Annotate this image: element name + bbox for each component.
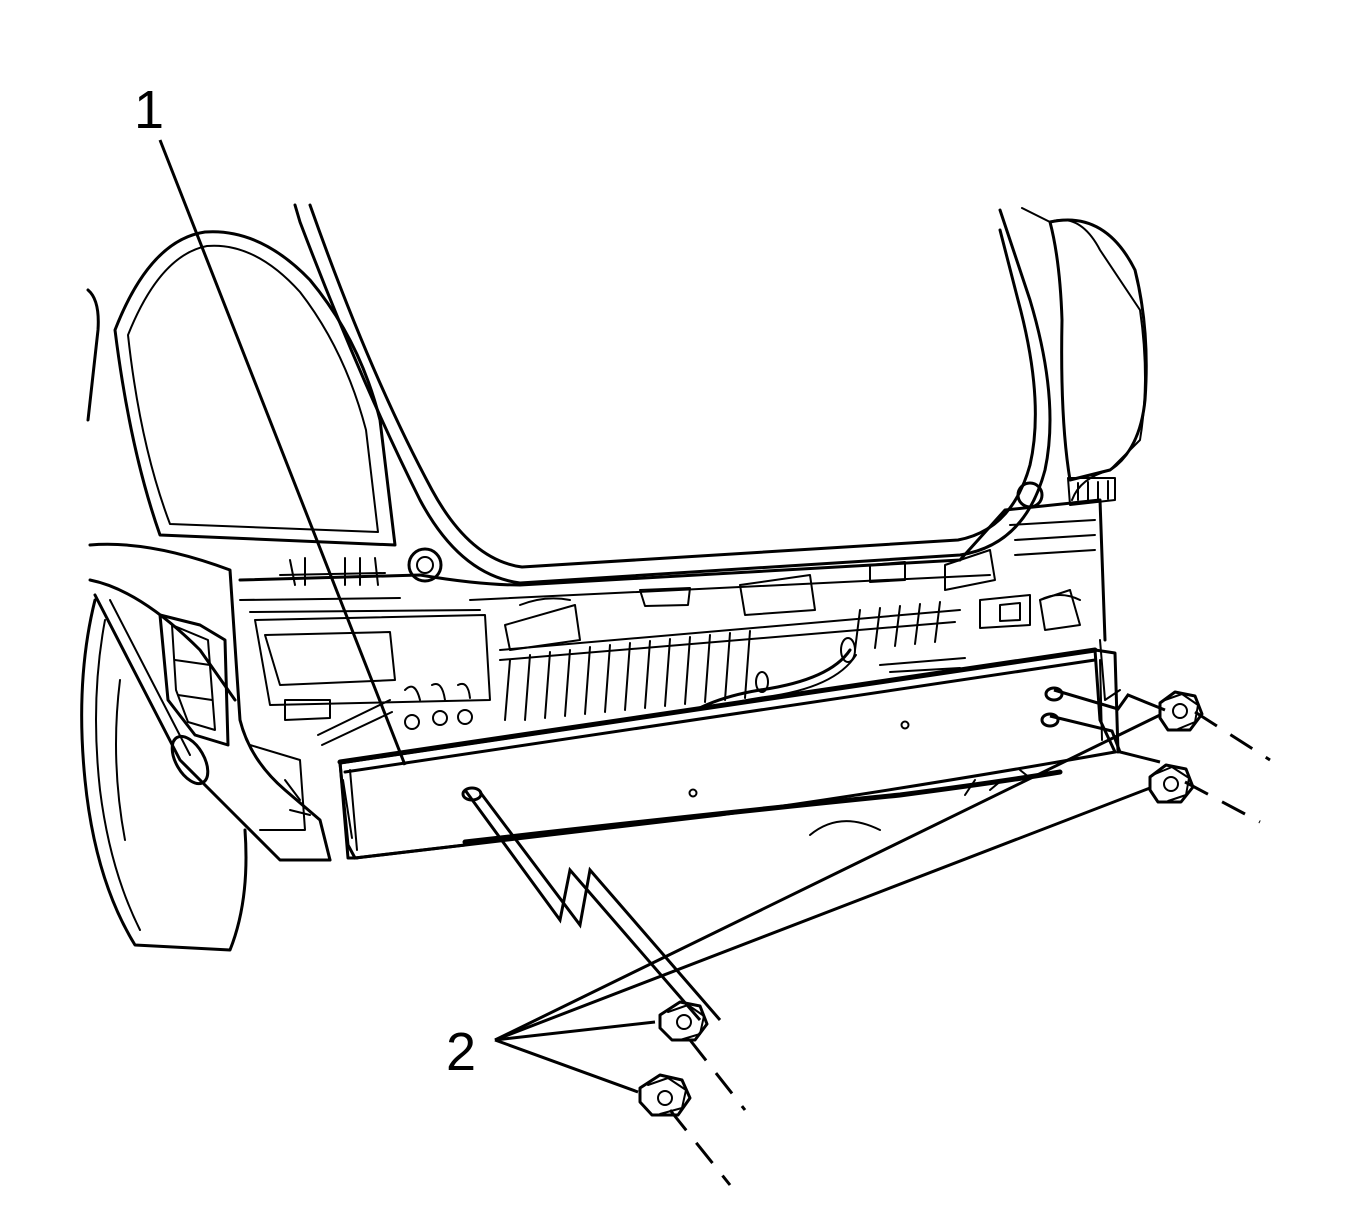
callout-2-leaders — [494, 713, 1161, 1094]
callout-1-label: 1 — [134, 80, 164, 140]
fastener-axis-lines — [463, 688, 1271, 1186]
rear-panel-ribs — [499, 601, 961, 721]
vehicle-rear-body — [80, 203, 1148, 952]
rear-panel-holes — [284, 682, 473, 746]
nut-lower-upper — [658, 1000, 709, 1042]
nut-lower-lower — [638, 1073, 692, 1117]
nut-right-lower — [1148, 763, 1195, 804]
bumper-reinforcement-bar — [337, 647, 1120, 860]
callout-1-leader — [158, 139, 407, 766]
nut-right-upper — [1158, 690, 1204, 732]
callout-2-label: 2 — [446, 1022, 476, 1082]
